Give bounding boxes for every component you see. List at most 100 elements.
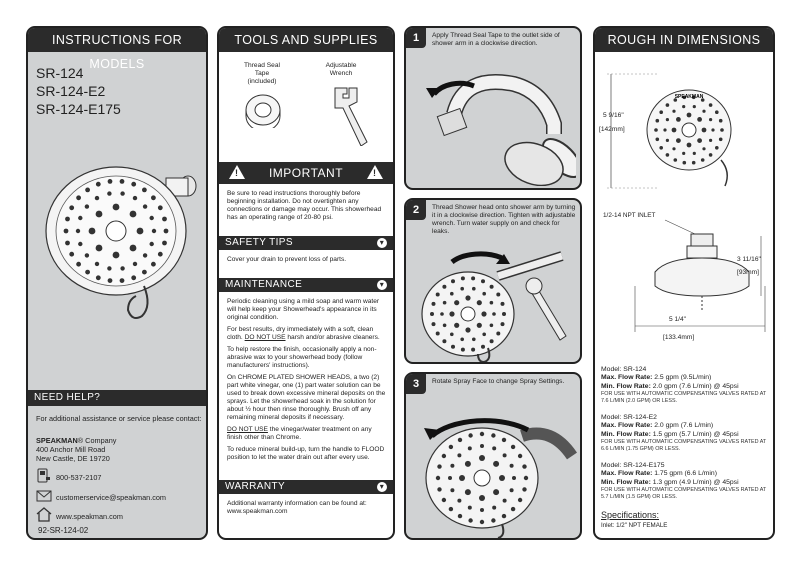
step-3-panel: 3 Rotate Spray Face to change Spray Sett… xyxy=(404,372,582,540)
maintenance-paragraph: To reduce mineral build-up, turn the han… xyxy=(227,446,385,461)
maintenance-text-run: the vinegar/water treatment on any finis… xyxy=(227,426,372,441)
company-suffix: ® Company xyxy=(77,436,117,445)
maintenance-warning: DO NOT USE xyxy=(227,426,268,433)
step-number: 2 xyxy=(406,200,426,220)
spray-nozzle xyxy=(720,128,724,132)
model-name: SR-124 xyxy=(36,65,84,81)
spray-nozzle xyxy=(76,195,81,201)
spray-nozzle xyxy=(431,301,436,306)
phone-number[interactable]: 800-537-2107 xyxy=(56,473,102,482)
spray-nozzle xyxy=(522,464,527,469)
spray-nozzle xyxy=(663,128,667,132)
spray-nozzle xyxy=(480,444,484,448)
spray-nozzle xyxy=(112,203,120,211)
spray-nozzle xyxy=(459,475,465,481)
spray-nozzle xyxy=(492,446,497,451)
spray-nozzle xyxy=(149,241,154,247)
min-flow-value: 1.5 gpm (5.7 L/min) @ 45psi xyxy=(652,430,739,438)
spray-nozzle xyxy=(523,475,529,481)
spray-nozzle xyxy=(682,151,686,155)
model-spec-name: Model: SR-124-E175 xyxy=(601,462,665,469)
spray-nozzle xyxy=(489,323,494,328)
min-flow-rate: Min. Flow Rate: 1.3 gpm (4.9 L/min) @ 45… xyxy=(601,479,773,487)
spray-nozzle xyxy=(492,312,496,316)
spray-nozzle xyxy=(454,300,460,306)
spray-nozzle xyxy=(450,488,455,493)
spray-nozzle xyxy=(493,489,500,496)
spray-nozzle xyxy=(471,276,476,281)
spray-nozzle xyxy=(665,118,669,122)
tool-tape-label: Thread Seal Tape (included) xyxy=(229,62,295,86)
spray-nozzle xyxy=(697,117,702,122)
spray-nozzle xyxy=(78,215,83,221)
max-flow-label: Max. Flow Rate: xyxy=(601,374,653,382)
spray-nozzle xyxy=(665,103,670,107)
spray-nozzle xyxy=(510,444,516,450)
model-spec: Model: SR-124-E175 Max. Flow Rate: 1.75 … xyxy=(601,462,773,500)
spray-nozzle xyxy=(132,261,138,267)
spray-nozzle xyxy=(451,279,455,284)
website-link[interactable]: www.speakman.com xyxy=(56,512,123,521)
front-view-diagram: SPEAKMAN xyxy=(607,73,732,189)
spray-nozzle xyxy=(76,261,81,267)
spray-nozzle xyxy=(464,460,471,467)
spray-nozzle xyxy=(437,464,442,469)
rotate-spray-illustration xyxy=(424,418,577,538)
spray-nozzle xyxy=(132,195,138,201)
spray-nozzle xyxy=(500,301,505,306)
spray-nozzle xyxy=(84,253,90,258)
tools-panel: TOOLS AND SUPPLIES Thread Seal Tape (inc… xyxy=(217,26,395,540)
spray-nozzle xyxy=(435,331,440,336)
spray-nozzle xyxy=(665,153,670,157)
spray-nozzle xyxy=(479,455,485,461)
dim-depth-mm: [93mm] xyxy=(737,269,759,276)
spray-nozzle xyxy=(69,205,75,211)
spray-nozzle xyxy=(142,253,148,258)
max-flow-label: Max. Flow Rate: xyxy=(601,470,653,478)
spray-nozzle xyxy=(686,142,692,148)
spray-nozzle xyxy=(95,210,103,218)
home-icon xyxy=(36,507,52,522)
spray-nozzle xyxy=(435,475,441,481)
spray-nozzle xyxy=(450,463,455,468)
spray-nozzle xyxy=(151,195,156,201)
maintenance-header: MAINTENANCE ▾ xyxy=(219,278,393,292)
company-block: SPEAKMAN® Company 400 Anchor Mill Road N… xyxy=(36,436,116,463)
step-2-panel: 2 Thread Shower head onto shower arm by … xyxy=(404,198,582,364)
spray-nozzle xyxy=(697,138,702,143)
spray-nozzle xyxy=(718,118,723,123)
spray-nozzle xyxy=(129,244,137,252)
spray-nozzle xyxy=(94,195,100,201)
spray-nozzle xyxy=(442,284,447,289)
spray-nozzle xyxy=(709,118,713,122)
phone-icon xyxy=(37,468,50,483)
spray-nozzle xyxy=(655,118,660,123)
spray-nozzle xyxy=(63,228,69,234)
spray-nozzle xyxy=(676,138,681,143)
spray-nozzle xyxy=(448,476,452,480)
spray-nozzle xyxy=(492,505,497,510)
spray-nozzle xyxy=(460,286,464,291)
spray-nozzle xyxy=(448,444,454,450)
spray-nozzle xyxy=(65,216,70,222)
spray-nozzle xyxy=(457,498,462,503)
spray-nozzle xyxy=(715,146,719,150)
email-link[interactable]: customerservice@speakman.com xyxy=(56,493,167,502)
spray-nozzle xyxy=(442,339,447,344)
model-spec: Model: SR-124 Max. Flow Rate: 2.5 gpm (9… xyxy=(601,366,773,404)
spray-nozzle xyxy=(509,463,514,468)
spray-nozzle xyxy=(95,181,101,187)
spray-nozzle xyxy=(702,147,706,151)
brand-on-head: SPEAKMAN xyxy=(675,94,704,100)
model-name: SR-124-E175 xyxy=(36,101,121,117)
spray-nozzle xyxy=(119,179,125,184)
safety-tips-header: SAFETY TIPS ▾ xyxy=(219,236,393,250)
spray-nozzle xyxy=(468,518,473,523)
safety-tips-text: Cover your drain to prevent loss of part… xyxy=(227,256,347,263)
spray-nozzle xyxy=(517,497,523,503)
npt-inlet-label: 1/2-14 NPT INLET xyxy=(603,212,656,219)
tool-tape-label-line: Thread Seal xyxy=(244,62,280,69)
circle-arrow-icon: ▾ xyxy=(377,482,387,492)
spray-nozzle xyxy=(442,323,447,328)
min-flow-rate: Min. Flow Rate: 1.5 gpm (5.7 L/min) @ 45… xyxy=(601,431,773,439)
